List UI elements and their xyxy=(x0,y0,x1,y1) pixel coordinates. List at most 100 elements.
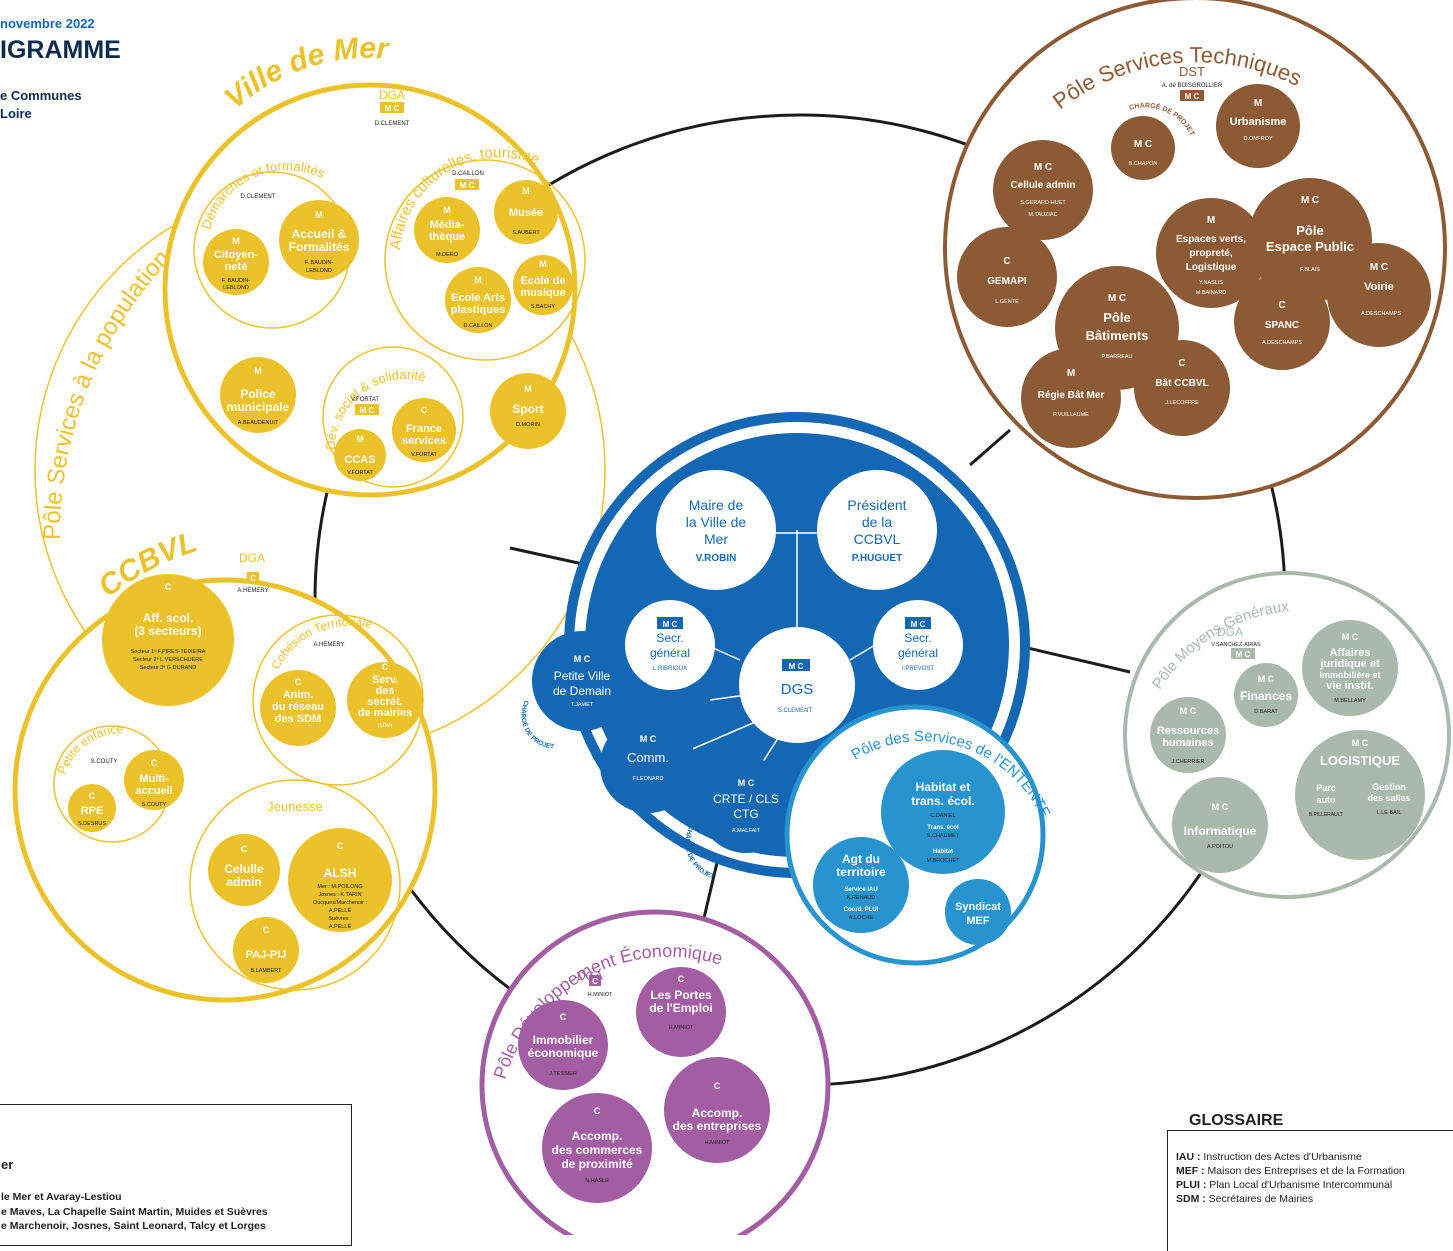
svg-text:S.CLEMENT: S.CLEMENT xyxy=(778,708,813,714)
svg-text:Parc: Parc xyxy=(1316,783,1336,793)
dgs-node[interactable]: M C DGS S.CLEMENT xyxy=(739,627,855,743)
svg-text:Espaces verts,: Espaces verts, xyxy=(1176,234,1246,245)
finances-node[interactable]: M C Finances D.BARAT xyxy=(1234,663,1298,727)
mediatheque-node[interactable]: M Média- thèque M.DERO xyxy=(414,197,480,263)
c-badge-icon: C xyxy=(337,841,344,851)
sport-node[interactable]: M Sport D.MORIN xyxy=(490,373,566,449)
spanc-node[interactable]: C SPANC A.DESCHAMPS xyxy=(1234,274,1330,370)
citoyennete-node[interactable]: M Citoyen- neté F. BAUDIN- LEBLOND xyxy=(203,229,269,295)
crte-node[interactable]: M C CRTE / CLS CTG A.MALFAIT xyxy=(698,757,794,853)
svg-text:D.ONFROY: D.ONFROY xyxy=(1243,136,1272,142)
svg-text:V.FORTAT: V.FORTAT xyxy=(411,452,437,458)
immobilier-node[interactable]: C Immobilier économique J.TESSIER xyxy=(518,1000,608,1090)
svg-text:juridique et: juridique et xyxy=(1319,658,1380,670)
accomp-entreprises-node[interactable]: C Accomp. des entreprises H.MINIOT xyxy=(664,1057,770,1163)
secr-general-ville-node[interactable]: M C Secr. général L.RIBRIOUX xyxy=(625,600,715,690)
accomp-commerces-node[interactable]: C Accomp. des commerces de proximité N.H… xyxy=(542,1093,652,1203)
agt-territoire-node[interactable]: Agt du territoire Service IAU K.RENAUD C… xyxy=(813,837,909,933)
svg-text:de proximité: de proximité xyxy=(561,1157,633,1171)
svg-text:C: C xyxy=(250,574,256,583)
svg-text:LEBLOND: LEBLOND xyxy=(223,285,249,291)
svg-text:de mairies: de mairies xyxy=(358,707,412,719)
svg-text:K.RENAUD: K.RENAUD xyxy=(847,895,875,901)
svg-text:P.HUGUET: P.HUGUET xyxy=(852,553,902,564)
portes-emploi-node[interactable]: C Les Portes de l'Emploi H.MINIOT xyxy=(636,967,726,1057)
svg-text:S.GERARD-HUET: S.GERARD-HUET xyxy=(1020,200,1066,206)
jeunesse-circle xyxy=(189,779,401,991)
president-node[interactable]: Président de la CCBVL P.HUGUET xyxy=(817,470,937,590)
svg-text:Trans. écol: Trans. écol xyxy=(927,825,959,831)
svg-text:A.LOCHE: A.LOCHE xyxy=(849,915,873,921)
svg-text:F. BAUDIN-: F. BAUDIN- xyxy=(222,278,251,284)
svg-text:Pôle: Pôle xyxy=(1296,223,1323,238)
cellule-admin-tech-node[interactable]: M C Cellule admin S.GERARD-HUET M.TAUZIA… xyxy=(993,140,1093,240)
svg-text:D.CLEMENT: D.CLEMENT xyxy=(241,194,276,200)
svg-text:B.PILLERAULT: B.PILLERAULT xyxy=(1309,812,1343,818)
mc-badge-icon: M C xyxy=(640,734,657,744)
svg-text:Affaires: Affaires xyxy=(1330,647,1371,659)
aff-scol-node[interactable]: C Aff. scol. (3 secteurs) Secteur 1ᵉ F.P… xyxy=(102,574,234,706)
devsocial-circle xyxy=(322,346,464,488)
alsh-node[interactable]: C ALSH Mer : M.POILONG Josnes : K.TARIN … xyxy=(288,828,392,932)
habitat-node[interactable]: Habitat et trans. écol. C.DANIEL Trans. … xyxy=(881,750,1005,874)
comm-node[interactable]: M C Comm. F.LEONARD xyxy=(600,717,696,813)
bat-ccbvl-node[interactable]: C Bât CCBVL J.LECOFFRE xyxy=(1134,340,1230,436)
syndicat-mef-node[interactable]: Syndicat MEF xyxy=(945,879,1011,945)
svg-text:A.DESCHAMPS: A.DESCHAMPS xyxy=(1361,311,1401,317)
musee-node[interactable]: M Musée S.AUBERT xyxy=(494,180,558,244)
gemapi-node[interactable]: C GEMAPI L.GENTE xyxy=(957,227,1057,327)
svg-text:Josnes : K.TARIN: Josnes : K.TARIN xyxy=(318,892,361,898)
svg-text:PAJ-PIJ: PAJ-PIJ xyxy=(246,949,287,961)
affaires-juridique-node[interactable]: M C Affaires juridique et immobilière et… xyxy=(1302,620,1398,716)
regie-bat-mer-node[interactable]: M Régie Bât Mer P.VUILLAUME xyxy=(1021,348,1121,448)
svg-text:DGS: DGS xyxy=(781,681,814,698)
svg-text:immobilière et: immobilière et xyxy=(1319,670,1380,680)
c-badge-icon: C xyxy=(421,405,428,415)
c-badge-icon: C xyxy=(165,582,172,592)
police-node[interactable]: M Police municipale A.BEAUDENUIT xyxy=(220,357,296,433)
multi-accueil-node[interactable]: C Multi- accueil S.COUTY xyxy=(124,750,184,810)
svg-text:H.MINIOT: H.MINIOT xyxy=(705,1140,730,1146)
m-badge-icon: M xyxy=(315,210,323,220)
c-badge-icon: C xyxy=(1003,256,1010,267)
paj-pij-node[interactable]: C PAJ-PIJ B.LAMBERT xyxy=(233,917,299,983)
ecole-musique-node[interactable]: M Ecole de musique S.BACHY xyxy=(513,255,573,315)
svg-text:(3 secteurs): (3 secteurs) xyxy=(134,624,201,638)
urbanisme-node[interactable]: M Urbanisme D.ONFROY xyxy=(1216,84,1300,168)
accueil-node[interactable]: M Accueil & Formalités F. BAUDIN- LEBLON… xyxy=(279,200,359,280)
celulle-admin-node[interactable]: C Celulle admin xyxy=(208,834,280,906)
mc-badge-icon: M C xyxy=(1034,162,1052,173)
espaces-verts-node[interactable]: M Espaces verts, propreté, Logistique Y.… xyxy=(1156,198,1266,308)
svg-text:A.POITOU: A.POITOU xyxy=(1207,844,1233,850)
petite-ville-demain-node[interactable]: M C Petite Ville de Demain T.JAMET xyxy=(532,631,632,731)
ccas-node[interactable]: M CCAS V.FORTAT xyxy=(334,429,386,481)
maire-node[interactable]: Maire de la Ville de Mer V.ROBIN xyxy=(656,470,776,590)
france-services-node[interactable]: C France services V.FORTAT xyxy=(392,398,456,462)
mc-badge-icon: M C xyxy=(1180,706,1197,716)
svg-text:Habitat: Habitat xyxy=(933,849,953,855)
c-badge-icon: C xyxy=(678,974,685,984)
rpe-node[interactable]: C RPE S.DESRUS xyxy=(68,784,116,832)
secr-general-ccbvl-node[interactable]: M C Secr. général I.PREVOST xyxy=(873,600,963,690)
svg-text:des: des xyxy=(376,685,395,697)
svg-text:Service IAU: Service IAU xyxy=(844,887,877,893)
logistique-node[interactable]: M C LOGISTIQUE Parc auto B.PILLERAULT Ge… xyxy=(1295,730,1425,860)
svg-text:Finances: Finances xyxy=(1240,689,1292,703)
ecole-arts-node[interactable]: M Ecole Arts plastiques D.CAILLON xyxy=(445,267,511,333)
informatique-node[interactable]: M C Informatique A.POITOU xyxy=(1172,777,1268,873)
ressources-humaines-node[interactable]: M C Ressources humaines J.CHERRIER xyxy=(1150,697,1226,773)
svg-text:Anim.: Anim. xyxy=(283,689,314,701)
c-badge-icon: C xyxy=(594,1106,601,1116)
anim-reseau-node[interactable]: C Anim. du réseau des SDM xyxy=(260,670,336,746)
svg-text:S.CHAUMET: S.CHAUMET xyxy=(927,833,960,839)
voirie-node[interactable]: M C Voirie A.DESCHAMPS xyxy=(1327,243,1431,347)
svg-text:Espace Public: Espace Public xyxy=(1266,239,1354,254)
chapon-node[interactable]: M C B.CHAPON xyxy=(1111,116,1175,180)
legend-heading: er xyxy=(1,1157,14,1172)
svg-text:H.MINIOT: H.MINIOT xyxy=(669,1025,694,1031)
svg-text:Média-: Média- xyxy=(430,219,465,231)
serv-secret-node[interactable]: C Serv. des secrét. de mairies (SDM) xyxy=(347,662,423,738)
svg-text:Urbanisme: Urbanisme xyxy=(1230,116,1287,128)
svg-text:Petite Ville: Petite Ville xyxy=(554,669,611,683)
